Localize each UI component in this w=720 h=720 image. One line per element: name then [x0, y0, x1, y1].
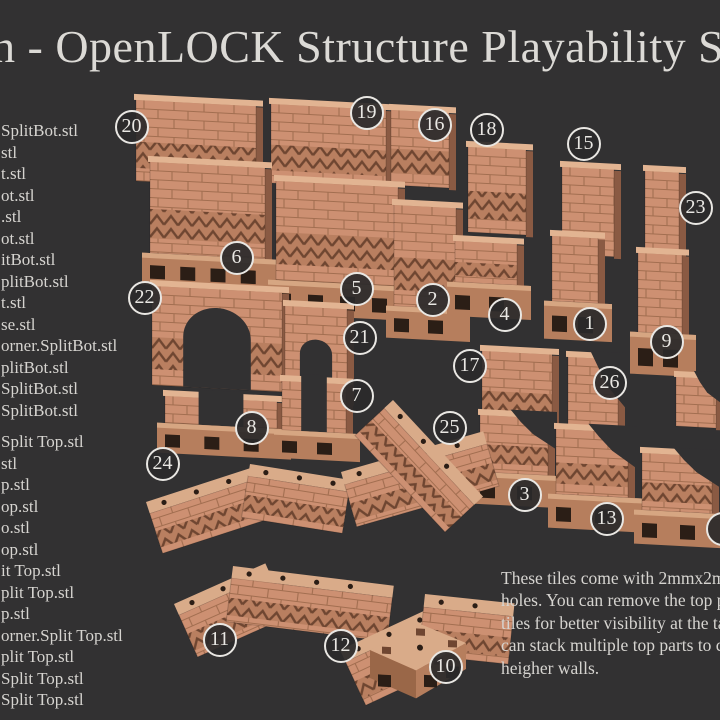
- tile-ruin-step-base: [634, 446, 720, 549]
- part-number-badge-21: 21: [342, 320, 377, 355]
- file-name-line: Split Top.stl: [1, 432, 84, 451]
- part-number-badge-15: 15: [566, 126, 601, 161]
- file-name-line: plitBot.stl: [1, 357, 69, 377]
- tile-half-wall-base: [447, 234, 531, 320]
- part-number-badge-1: 1: [572, 306, 607, 341]
- file-name-line: stl: [1, 142, 18, 162]
- part-number-badge-20: 20: [114, 109, 149, 144]
- part-number-badge-26: 26: [592, 365, 627, 400]
- tile-arch-wall-bottom: [157, 389, 291, 460]
- file-name-line: p.stl: [1, 475, 30, 494]
- file-name-line: SplitBot.stl: [1, 121, 78, 140]
- file-name-line: plit Top.stl: [1, 647, 75, 666]
- file-name-line: p.stl: [1, 604, 30, 623]
- tile-doorframe-bottom: [274, 374, 360, 463]
- part-number-badge-19: 19: [349, 95, 384, 130]
- file-name-line: op.stl: [1, 539, 39, 559]
- file-name-line: ot.stl: [1, 228, 35, 248]
- tile-corner-slab-24-left: [146, 467, 270, 554]
- tile-corner-slab-11-right: [225, 566, 394, 642]
- part-number-badge-3: 3: [507, 477, 542, 512]
- file-name-line: se.stl: [1, 314, 36, 334]
- file-name-line: itBot.stl: [1, 250, 56, 269]
- part-number-badge-4: 4: [487, 297, 522, 332]
- file-name-line: SplitBot.stl: [1, 400, 78, 420]
- file-name-line: ot.stl: [1, 185, 35, 205]
- file-name-line: orner.Split Top.stl: [1, 625, 123, 645]
- note-line: heigher walls.: [501, 657, 600, 678]
- file-list-splitbot: SplitBot.stl stl t.stl ot.stl .stl ot.stl itBo…: [1, 120, 117, 421]
- tile-corner-slab-24-right: [240, 464, 351, 534]
- file-name-line: orner.SplitBot.stl: [1, 336, 118, 355]
- file-name-line: SplitBot.stl: [1, 379, 78, 398]
- part-number-badge-7: 7: [339, 378, 374, 413]
- part-number-badge-17: 17: [452, 348, 487, 383]
- tile-wall-base-b: [268, 174, 412, 322]
- part-number-badge-8: 8: [234, 410, 269, 445]
- file-name-line: t.stl: [1, 293, 27, 312]
- part-number-badge-12: 12: [323, 628, 358, 663]
- part-number-badge-13: 13: [589, 501, 624, 536]
- note-line: can stack multiple top parts to creat: [501, 635, 720, 656]
- note-line: These tiles come with 2mmx2mm m: [501, 568, 720, 588]
- note-line: tiles for better visibility at the table…: [501, 612, 720, 633]
- tile-cross-slab-25-b: [354, 400, 484, 533]
- file-name-line: .stl: [1, 207, 22, 226]
- file-name-line: plit Top.stl: [1, 582, 75, 602]
- file-name-line: t.stl: [1, 164, 27, 183]
- tile-arch-wall-top: [150, 279, 289, 395]
- file-list-splittop: Split Top.stl stl p.stl op.stl o.stl op.stl it…: [1, 431, 123, 711]
- part-number-badge-24: 24: [145, 446, 180, 481]
- file-name-line: Split Top.stl: [1, 668, 84, 688]
- file-name-line: plitBot.stl: [1, 271, 69, 291]
- part-number-badge-16: 16: [417, 107, 452, 142]
- file-name-line: op.stl: [1, 496, 39, 516]
- file-name-line: it Top.stl: [1, 561, 61, 580]
- file-name-line: o.stl: [1, 518, 30, 537]
- tile-thin-pillar: [643, 164, 686, 259]
- part-number-badge-25: 25: [432, 410, 467, 445]
- page-title: h - OpenLOCK Structure Playability Sp: [0, 21, 720, 72]
- part-number-badge-6: 6: [219, 240, 254, 275]
- part-number-badge-10: 10: [428, 649, 463, 684]
- part-number-badge-2: 2: [415, 282, 450, 317]
- note-line: holes. You can remove the top parts: [501, 590, 720, 611]
- part-number-badge-22: 22: [127, 280, 162, 315]
- part-number-badge-23: 23: [678, 190, 713, 225]
- tile-corner-pillar-a: [466, 140, 533, 238]
- file-name-line: stl: [1, 453, 18, 473]
- tile-wall-base-a: [142, 155, 279, 292]
- part-number-badge-11: 11: [202, 622, 237, 657]
- part-number-badge-5: 5: [339, 271, 374, 306]
- file-name-line: Split Top.stl: [1, 690, 84, 709]
- tile-ruin-small-edge: [674, 370, 720, 431]
- part-number-badge-9: 9: [649, 324, 684, 359]
- part-number-badge-18: 18: [469, 112, 504, 147]
